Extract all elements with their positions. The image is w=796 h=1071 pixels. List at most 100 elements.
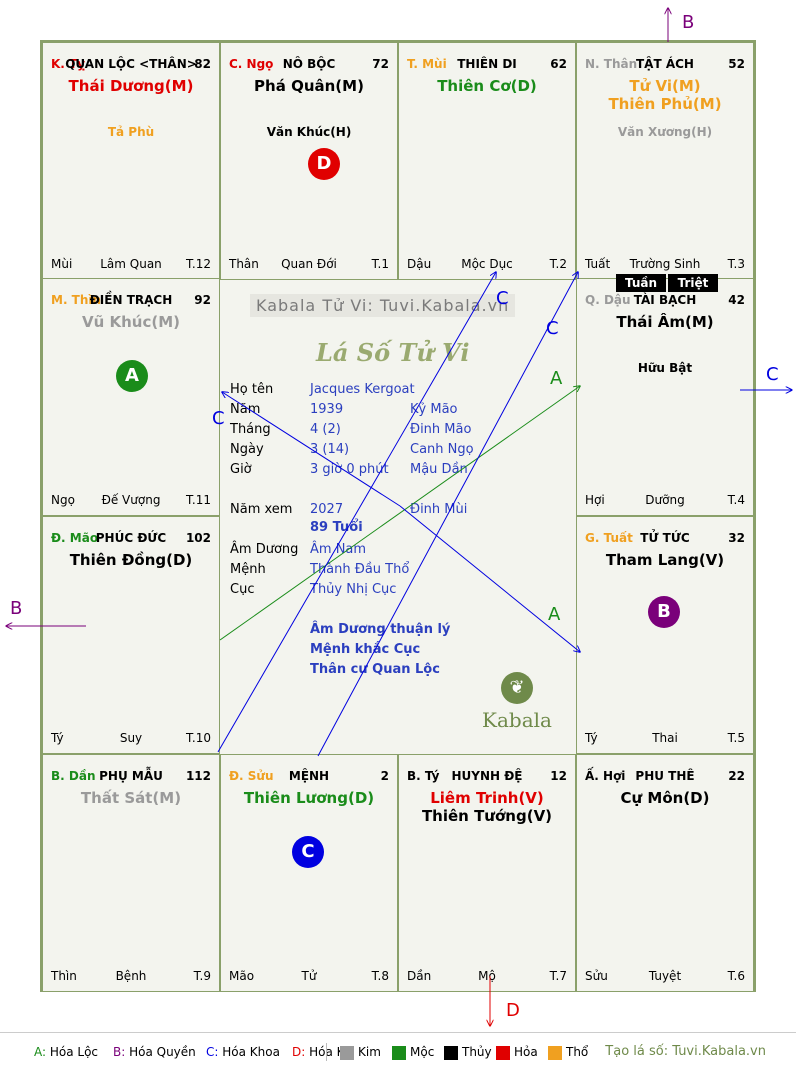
- star-name: Thiên Đồng(D): [69, 551, 193, 569]
- palace-branch: Q. Dậu: [585, 293, 631, 307]
- element-name: Hỏa: [514, 1045, 538, 1059]
- minor-stars: Văn Khúc(H): [221, 125, 397, 139]
- palace-footer: Dần Mộ T.7: [407, 969, 567, 985]
- info-value: Jacques Kergoat: [310, 382, 415, 397]
- footer-month: T.5: [727, 731, 745, 745]
- star-name: Thái Dương(M): [68, 77, 194, 95]
- footer-month: T.7: [549, 969, 567, 983]
- info-value: Thành Đầu Thổ: [310, 562, 410, 577]
- footer-month: T.1: [371, 257, 389, 271]
- legend-value: Hóa Kị: [309, 1045, 348, 1059]
- info-value: 89 Tuổi: [310, 520, 363, 535]
- palace-branch: Đ. Mão: [51, 531, 99, 545]
- footer-stage: Thai: [652, 731, 678, 745]
- minor-star-name: Văn Khúc(H): [266, 125, 352, 139]
- footer-branch: Dần: [407, 969, 432, 983]
- legend-hoa-item: B: Hóa Quyền: [113, 1045, 196, 1059]
- legend-key: B:: [113, 1045, 130, 1059]
- palace-age: 112: [185, 769, 211, 783]
- legend-element-item: Kim: [340, 1045, 381, 1060]
- major-stars: Tham Lang(V): [577, 551, 753, 569]
- legend-value: Hóa Lộc: [49, 1045, 99, 1059]
- info-note: Âm Dương thuận lý: [310, 622, 451, 637]
- arrow-c-4: [317, 272, 578, 757]
- palace-branch: K. Tỵ: [51, 57, 86, 71]
- major-stars: Thái Âm(M): [577, 313, 753, 331]
- major-stars: Thiên Đồng(D): [43, 551, 219, 569]
- info-label: Năm xem: [230, 502, 293, 517]
- minor-star-name: Văn Xương(H): [617, 125, 713, 139]
- legend-hoa-item: A: Hóa Lộc: [34, 1045, 98, 1059]
- footer-branch: Hợi: [585, 493, 605, 507]
- info-label: Mệnh: [230, 562, 266, 577]
- footer-stage: Mộ: [478, 969, 496, 983]
- info-label: Họ tên: [230, 382, 274, 397]
- element-swatch: [548, 1045, 562, 1060]
- arrow-c-3: [217, 272, 496, 753]
- arrow-c-1: [399, 505, 580, 652]
- info-value-can-chi: Mậu Dần: [410, 462, 468, 477]
- footer-stage: Quan Đới: [281, 257, 337, 271]
- palace-name: MỆNH: [288, 769, 330, 783]
- star-name: Liêm Trinh(V): [430, 789, 544, 807]
- palace-footer: Tý Thai T.5: [585, 731, 745, 747]
- palace-branch: Ấ. Hợi: [585, 769, 626, 783]
- footer-stage: Mộc Dục: [461, 257, 513, 271]
- major-stars: Vũ Khúc(M): [43, 313, 219, 331]
- footer-branch: Tý: [585, 731, 598, 745]
- palace-name: TẬT ÁCH: [636, 57, 694, 71]
- footer-stage: Tuyệt: [648, 969, 682, 983]
- brand-name: Kabala: [482, 708, 552, 732]
- info-value: 1939: [310, 402, 344, 417]
- arrow-label-c: C: [496, 288, 509, 309]
- footer-stage: Suy: [119, 731, 143, 745]
- star-name: Thất Sát(M): [80, 789, 182, 807]
- info-row: 89 Tuổi: [230, 520, 570, 538]
- star-name: Vũ Khúc(M): [81, 313, 181, 331]
- element-swatch: [340, 1045, 354, 1060]
- legend-element-item: Thổ: [548, 1045, 588, 1060]
- element-swatch: [496, 1045, 510, 1060]
- info-note: Mệnh khắc Cục: [310, 642, 421, 657]
- star-name: Cự Môn(D): [620, 789, 710, 807]
- watermark-text: Kabala Tử Vi: Tuvi.Kabala.vn: [250, 294, 516, 317]
- tuan-tag: Tuần: [616, 274, 666, 292]
- minor-star-name: Hữu Bật: [637, 361, 693, 375]
- palace-name: TỬ TỨC: [640, 531, 690, 545]
- minor-stars: Hữu Bật: [577, 361, 753, 375]
- footer-branch: Sửu: [585, 969, 608, 983]
- palace-name: THIÊN DI: [457, 57, 517, 71]
- arrow-label-c: C: [546, 318, 559, 339]
- star-name: Tử Vi(M): [629, 77, 701, 95]
- minor-stars: Văn Xương(H): [577, 125, 753, 139]
- kabala-logo: ❦Kabala: [482, 672, 552, 742]
- palace-name: PHU THÊ: [635, 769, 695, 783]
- info-label: Âm Dương: [230, 542, 299, 557]
- footer-month: T.2: [549, 257, 567, 271]
- star-name: Thiên Tướng(V): [421, 807, 553, 825]
- major-stars: Phá Quân(M): [221, 77, 397, 95]
